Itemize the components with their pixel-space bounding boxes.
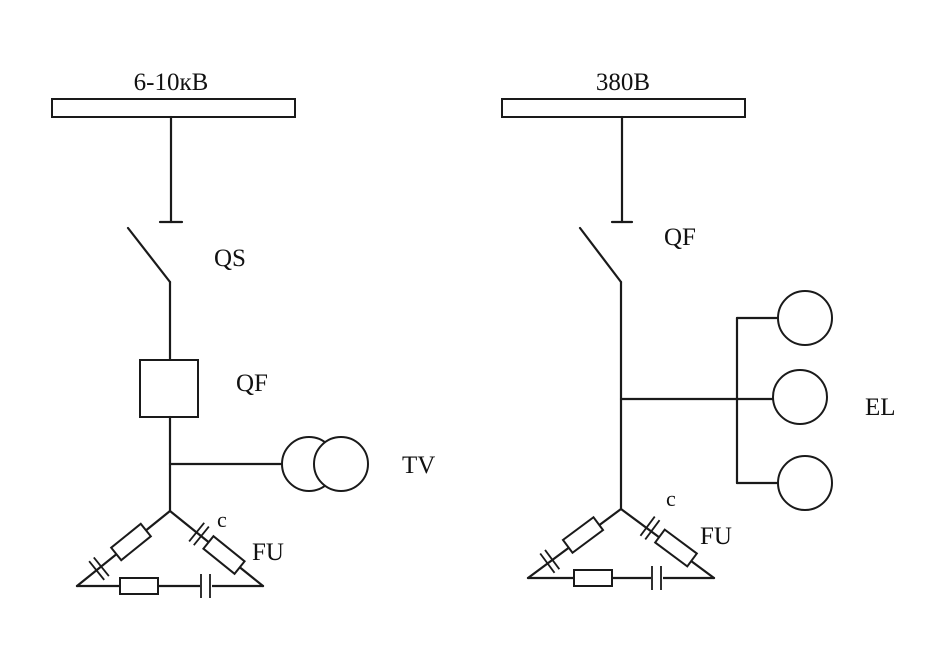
tv-label: TV xyxy=(402,452,435,479)
right-breaker-label: QF xyxy=(664,224,696,251)
lamp-1 xyxy=(777,290,833,346)
left-fuse-right xyxy=(202,534,246,576)
left-scheme: 6-10кВ QS QF TV xyxy=(51,69,435,598)
left-capacitor-bank: c FU xyxy=(75,507,284,598)
left-bus-voltage-label: 6-10кВ xyxy=(134,69,209,96)
right-breaker-blade xyxy=(578,226,623,284)
tv-winding-2 xyxy=(313,436,369,492)
left-disconnector-blade xyxy=(126,226,172,284)
right-busbar xyxy=(501,98,746,118)
right-capacitor-bank: c FU xyxy=(526,486,732,590)
right-scheme: 380В QF EL xyxy=(501,69,896,590)
right-capacitor-right xyxy=(639,516,661,540)
left-fuse-left xyxy=(109,522,153,562)
right-fuse-right xyxy=(653,528,699,568)
left-capacitor-right xyxy=(188,522,210,546)
left-circuit-breaker xyxy=(139,359,199,418)
disconnector-label: QS xyxy=(214,245,246,272)
right-fuse-bottom xyxy=(573,569,613,587)
lamp-3 xyxy=(777,455,833,511)
lamps-label: EL xyxy=(865,394,896,421)
right-fuse-label: FU xyxy=(700,523,732,550)
right-capacitor-left xyxy=(539,549,561,574)
left-capacitor-left xyxy=(88,556,110,581)
right-fuse-left xyxy=(561,515,605,555)
left-capacitor-label: c xyxy=(217,507,227,532)
lamp-2 xyxy=(772,369,828,425)
right-capacitor-label: c xyxy=(666,486,676,511)
left-fuse-bottom xyxy=(119,577,159,595)
left-fuse-label: FU xyxy=(252,539,284,566)
left-breaker-label: QF xyxy=(236,370,268,397)
right-bus-voltage-label: 380В xyxy=(596,69,650,96)
left-busbar xyxy=(51,98,296,118)
